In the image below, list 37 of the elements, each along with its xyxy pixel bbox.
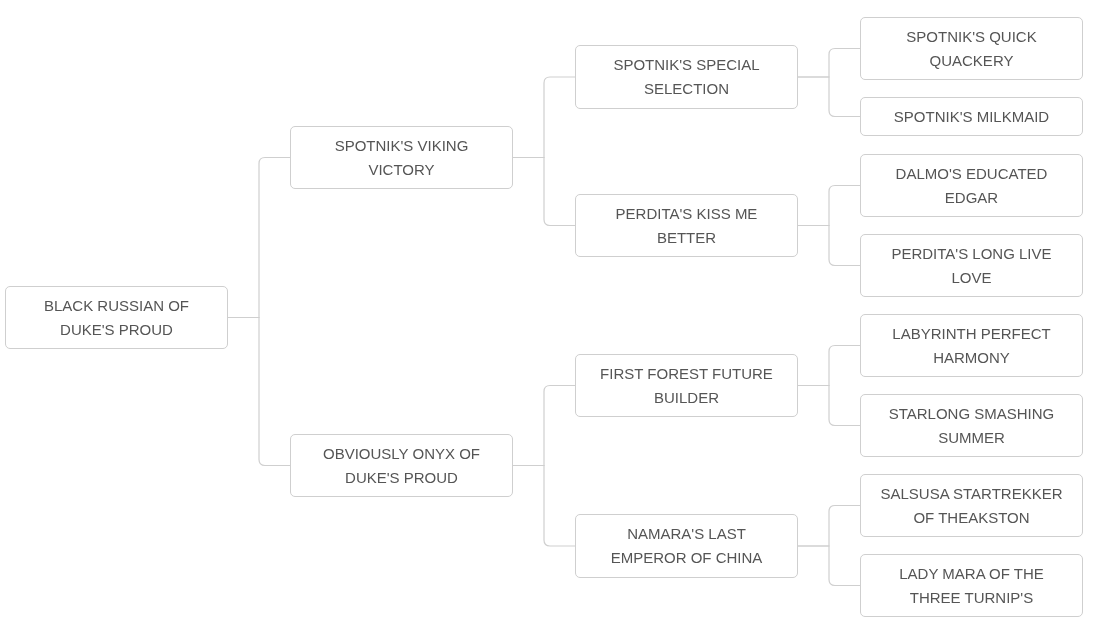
name-text: BLACK RUSSIAN OF DUKE'S PROUD — [42, 295, 190, 340]
connector-line — [797, 545, 861, 587]
connector-line — [797, 384, 861, 427]
name-box — [860, 394, 1083, 457]
name-box — [575, 45, 798, 109]
connector-line — [512, 464, 576, 547]
name-text: SPOTNIK'S VIKING VICTORY — [333, 135, 470, 180]
name-text: PERDITA'S LONG LIVE LOVE — [890, 243, 1053, 288]
name-box — [290, 126, 513, 189]
name-text: DALMO'S EDUCATED EDGAR — [894, 163, 1049, 208]
name-box — [860, 234, 1083, 297]
name-text: NAMARA'S LAST EMPEROR OF CHINA — [609, 524, 764, 568]
name-text: OBVIOUSLY ONYX OF DUKE'S PROUD — [322, 443, 481, 488]
name-box — [860, 314, 1083, 377]
name-box — [860, 474, 1083, 537]
name-box — [575, 354, 798, 417]
connector-line — [797, 224, 861, 267]
name-text: SPOTNIK'S MILKMAID — [893, 106, 1050, 127]
name-text: STARLONG SMASHING SUMMER — [887, 403, 1056, 448]
name-box — [860, 17, 1083, 80]
name-text: FIRST FOREST FUTURE BUILDER — [599, 363, 774, 408]
connector-line — [797, 76, 861, 118]
name-box — [5, 286, 228, 349]
name-text: SPOTNIK'S SPECIAL SELECTION — [612, 55, 761, 99]
name-text: SPOTNIK'S QUICK QUACKERY — [905, 26, 1038, 71]
name-box — [860, 554, 1083, 617]
name-text: PERDITA'S KISS ME BETTER — [614, 203, 759, 248]
name-text: LADY MARA OF THE THREE TURNIP'S — [898, 563, 1045, 608]
name-box — [575, 514, 798, 578]
name-box — [290, 434, 513, 497]
connector-line — [512, 156, 576, 227]
connector-line — [227, 316, 291, 467]
name-text: LABYRINTH PERFECT HARMONY — [891, 323, 1052, 368]
name-box — [575, 194, 798, 257]
name-text: SALSUSA STARTREKKER OF THEAKSTON — [879, 483, 1064, 528]
name-box — [860, 154, 1083, 217]
name-box — [860, 97, 1083, 136]
